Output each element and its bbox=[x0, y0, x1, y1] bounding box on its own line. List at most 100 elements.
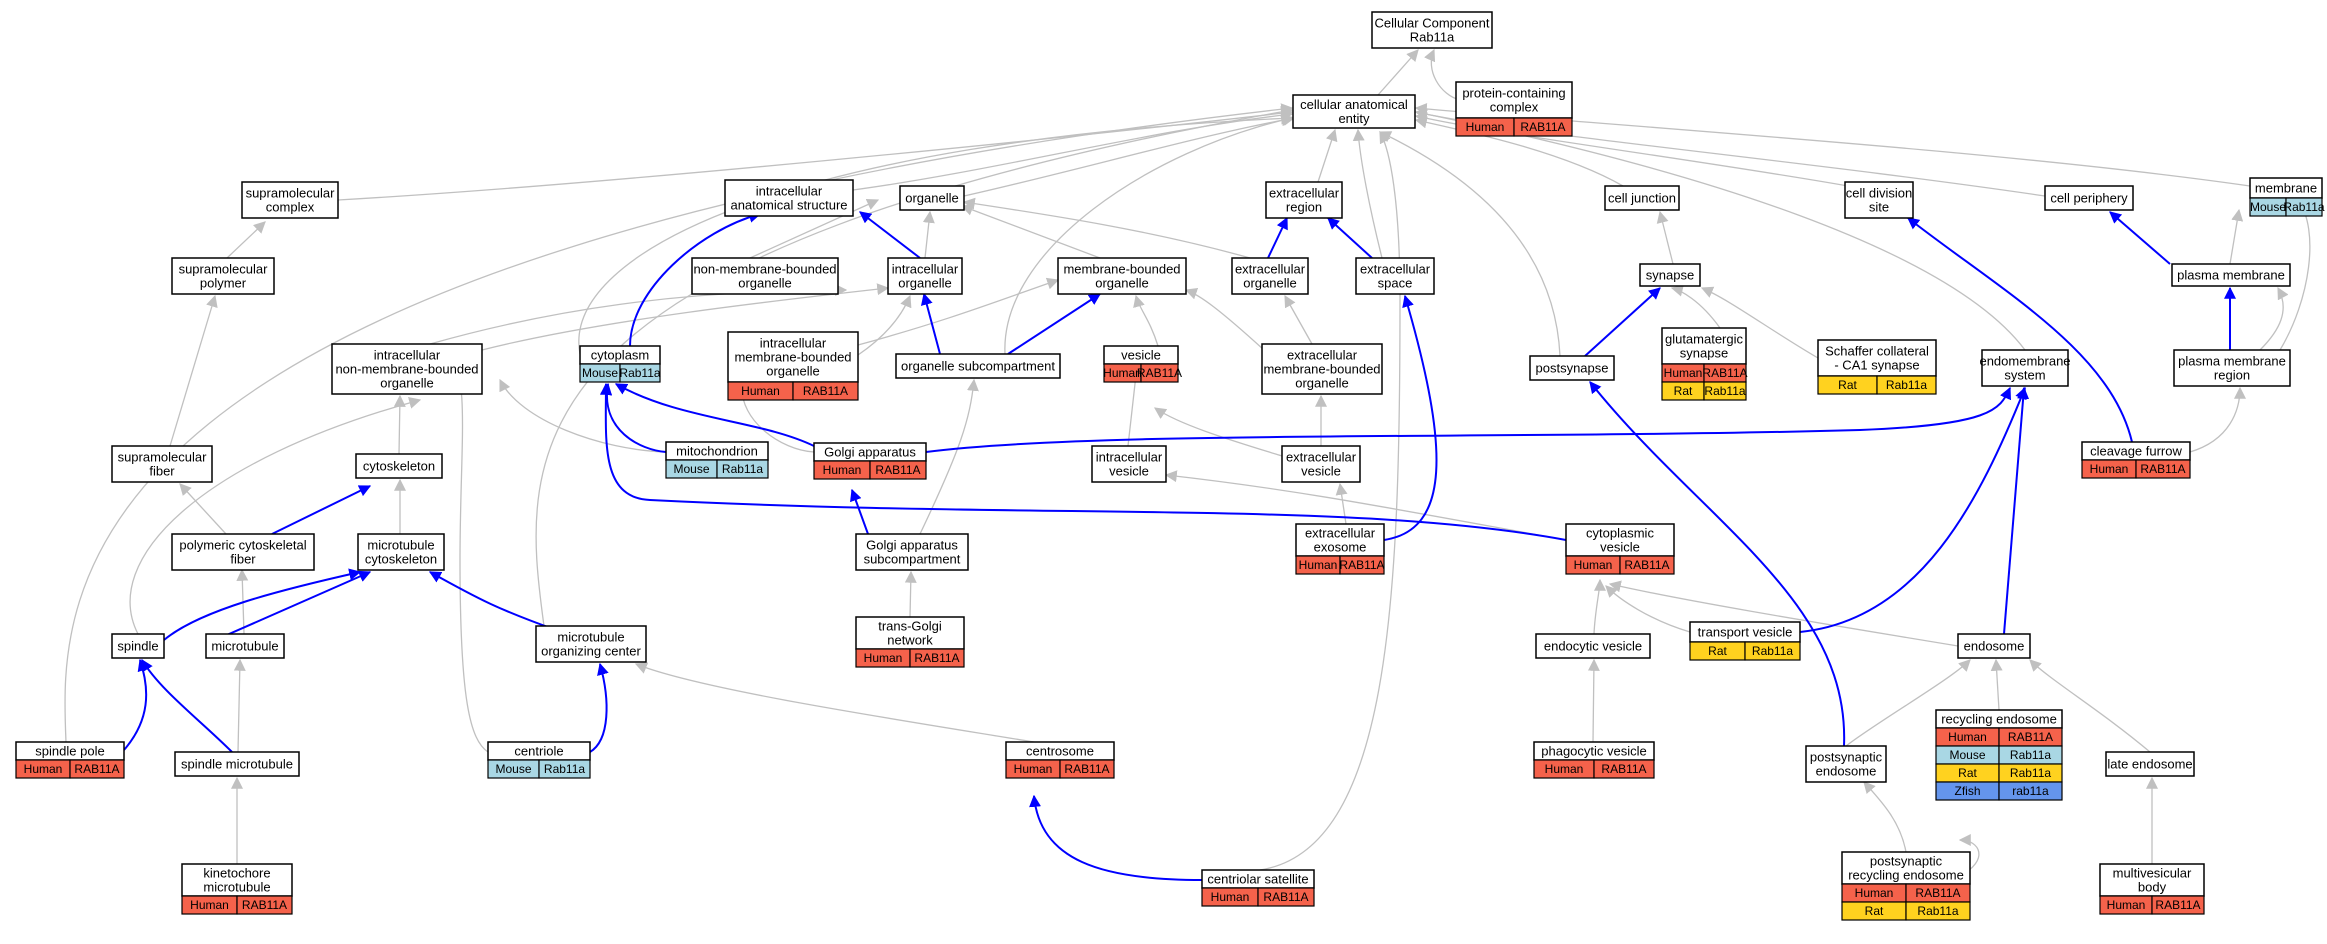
edge-microtubule-mtcyto bbox=[219, 570, 372, 639]
node-late[interactable]: late endosome bbox=[2105, 751, 2195, 777]
edge-imbo-intorg-g bbox=[857, 294, 912, 356]
node-box bbox=[171, 533, 315, 571]
edge-pse-endosome bbox=[1845, 659, 1971, 747]
badge-gene: RAB11A bbox=[803, 384, 848, 398]
node-synapse[interactable]: synapse bbox=[1639, 263, 1701, 287]
badge-gene: Rab11a bbox=[2283, 200, 2324, 214]
badge-gene-cell bbox=[538, 759, 591, 779]
edge-cytoves-intves bbox=[1164, 470, 1567, 541]
node-box bbox=[1371, 11, 1493, 49]
node-box bbox=[535, 625, 647, 663]
edge-pmr-pm bbox=[2259, 286, 2289, 351]
node-label: postsynapse bbox=[1536, 361, 1609, 376]
node-box bbox=[887, 257, 963, 295]
node-endosome[interactable]: endosome bbox=[1957, 633, 2031, 659]
badge-gene: RAB11A bbox=[2140, 462, 2185, 476]
node-box bbox=[111, 445, 213, 483]
badge-gene-cell bbox=[1140, 363, 1179, 383]
node-microtubule[interactable]: microtubule bbox=[205, 633, 285, 659]
edge-ecspace-ecr bbox=[1327, 217, 1373, 259]
node-pm[interactable]: plasma membrane bbox=[2171, 263, 2291, 287]
node-box bbox=[1455, 81, 1573, 119]
badge-species: Human bbox=[1466, 120, 1505, 134]
edge-mtoc-mtcyto bbox=[428, 571, 557, 631]
node-box bbox=[899, 185, 965, 211]
node-cellperiph[interactable]: cell periphery bbox=[2044, 185, 2134, 211]
edge-late-endosome bbox=[2029, 659, 2151, 753]
node-smt[interactable]: spindle microtubule bbox=[174, 751, 300, 777]
node-label: transport vesicle bbox=[1698, 625, 1793, 640]
node-label: spindle bbox=[117, 639, 158, 654]
node-spindle[interactable]: spindle bbox=[111, 633, 165, 659]
edge-csat-centrosome bbox=[1029, 794, 1203, 881]
edge-pm-cellperiph bbox=[2229, 208, 2244, 265]
badge-species: Human bbox=[864, 651, 903, 665]
node-organelle[interactable]: organelle bbox=[899, 185, 965, 211]
node-label: microtubule bbox=[211, 639, 278, 654]
node-celljunction[interactable]: cell junction bbox=[1604, 185, 1680, 211]
edge-golgi-cytoplasm bbox=[614, 383, 815, 447]
node-label: membrane bbox=[2255, 181, 2317, 196]
node-box bbox=[1355, 257, 1435, 295]
edge-spole-spindle bbox=[123, 658, 150, 751]
edge-vesicle-mbo bbox=[1133, 294, 1159, 347]
node-orgsub[interactable]: organelle subcompartment bbox=[895, 353, 1061, 379]
badge-gene: Rab11a bbox=[1886, 378, 1927, 392]
node-cytoskel[interactable]: cytoskeleton bbox=[355, 453, 443, 479]
node-postsyn[interactable]: postsynapse bbox=[1529, 355, 1615, 381]
node-endocytic[interactable]: endocytic vesicle bbox=[1535, 633, 1651, 659]
